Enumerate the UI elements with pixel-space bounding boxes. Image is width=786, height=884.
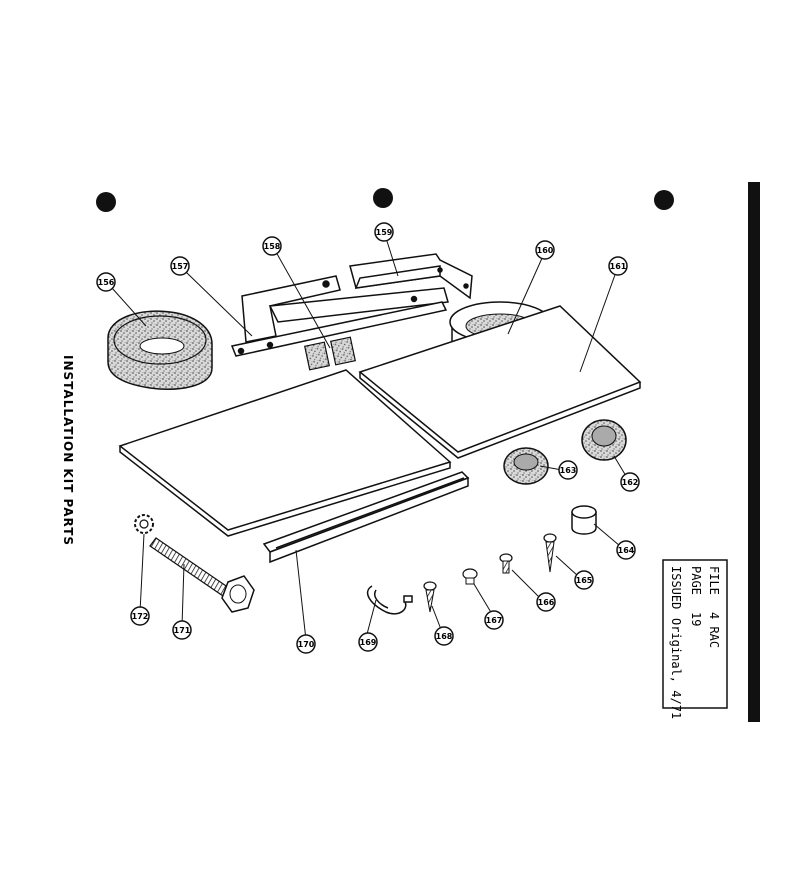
callout-157: 157 <box>170 256 190 276</box>
part-169-strap-clip <box>366 585 413 615</box>
callout-166: 166 <box>536 592 556 612</box>
part-158-foam-pads <box>304 336 356 371</box>
part-156-foam-seal-roll <box>107 310 213 390</box>
callout-169: 169 <box>358 632 378 652</box>
callout-163: 163 <box>558 460 578 480</box>
callout-159: 159 <box>374 222 394 242</box>
callout-164: 164 <box>616 540 636 560</box>
part-164-bushing <box>571 505 597 535</box>
part-166-screw <box>499 553 513 574</box>
file-info-box: FILE 4 RAC PAGE 19 ISSUED Original, 4/71 <box>662 559 728 719</box>
part-170-channel-strip <box>262 471 470 564</box>
callout-167: 167 <box>484 610 504 630</box>
issued-label: ISSUED <box>669 566 683 609</box>
part-172-lock-nut <box>134 514 154 534</box>
callout-170: 170 <box>296 634 316 654</box>
part-168-screw <box>423 581 437 613</box>
svg-text:168: 168 <box>436 632 453 641</box>
svg-text:163: 163 <box>560 466 577 475</box>
svg-text:161: 161 <box>610 262 627 271</box>
svg-text:158: 158 <box>264 242 281 251</box>
part-165-screw <box>543 533 557 573</box>
svg-text:160: 160 <box>537 246 554 255</box>
callout-168: 168 <box>434 626 454 646</box>
leader-lines <box>111 237 627 641</box>
page-label: PAGE <box>689 566 703 595</box>
binder-hole-middle <box>373 188 393 208</box>
callout-160: 160 <box>535 240 555 260</box>
svg-text:172: 172 <box>132 612 149 621</box>
callout-165: 165 <box>574 570 594 590</box>
file-value: 4 RAC <box>707 612 721 648</box>
svg-text:164: 164 <box>618 546 635 555</box>
callouts: 156 157 158 159 160 161 162 163 164 165 … <box>96 222 640 654</box>
svg-text:167: 167 <box>486 616 503 625</box>
issued-value: Original, 4/71 <box>669 618 683 719</box>
svg-text:169: 169 <box>360 638 377 647</box>
callout-158: 158 <box>262 236 282 256</box>
svg-text:171: 171 <box>174 626 191 635</box>
callout-172: 172 <box>130 606 150 626</box>
svg-text:156: 156 <box>98 278 115 287</box>
svg-text:159: 159 <box>376 228 393 237</box>
svg-text:170: 170 <box>298 640 315 649</box>
file-label: FILE <box>707 566 721 595</box>
part-171-hex-bolt <box>149 537 255 613</box>
callout-161: 161 <box>608 256 628 276</box>
part-163-foam-wheel <box>503 447 549 485</box>
page-value: 19 <box>689 612 703 626</box>
part-167-plug <box>462 568 478 585</box>
svg-text:165: 165 <box>576 576 593 585</box>
callout-171: 171 <box>172 620 192 640</box>
binder-hole-right <box>654 190 674 210</box>
callout-162: 162 <box>620 472 640 492</box>
binder-hole-left <box>96 192 116 212</box>
page-edge-bar <box>748 182 760 722</box>
svg-text:166: 166 <box>538 598 555 607</box>
svg-text:162: 162 <box>622 478 639 487</box>
part-162-foam-wheel <box>581 419 627 461</box>
sheet-title: INSTALLATION KIT PARTS <box>61 355 75 546</box>
svg-text:157: 157 <box>172 262 189 271</box>
part-159-angle-bracket <box>349 253 473 300</box>
callout-156: 156 <box>96 272 116 292</box>
part-157-support-bracket <box>230 275 449 357</box>
